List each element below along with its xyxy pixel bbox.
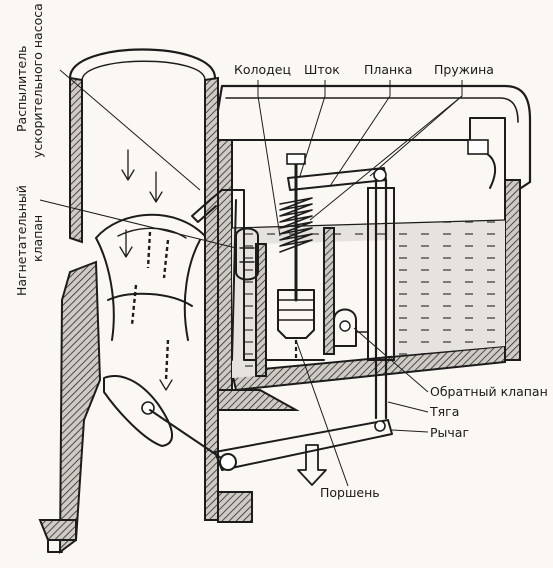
label-well: Колодец	[234, 62, 291, 77]
lever-linkage	[149, 409, 393, 486]
float-chamber	[216, 84, 532, 411]
mixing-chamber	[38, 48, 253, 555]
link-rod	[367, 178, 395, 420]
label-piston: Поршень	[320, 485, 380, 500]
throttle-valve	[103, 375, 173, 447]
label-sprayer-line1: Распылитель	[14, 45, 29, 132]
air-flow-arrows	[119, 149, 173, 391]
label-lever: Рычаг	[430, 425, 469, 440]
pump-well	[255, 227, 335, 377]
label-spring: Пружина	[434, 62, 494, 77]
delivery-channel	[191, 189, 259, 361]
label-rod: Шток	[304, 62, 340, 77]
label-pressure-valve-line1: Нагнетательный	[14, 185, 29, 296]
label-pressure-valve-line2: клапан	[30, 215, 45, 262]
pump-rod-spring-piston	[277, 153, 315, 360]
check-valve	[333, 308, 369, 347]
pump-bar	[287, 167, 387, 191]
label-sprayer-line2: ускорительного насоса	[30, 3, 45, 158]
label-check-valve: Обратный клапан	[430, 384, 548, 399]
label-bar: Планка	[364, 62, 412, 77]
label-link: Тяга	[429, 404, 459, 419]
leader-lines	[39, 69, 463, 487]
